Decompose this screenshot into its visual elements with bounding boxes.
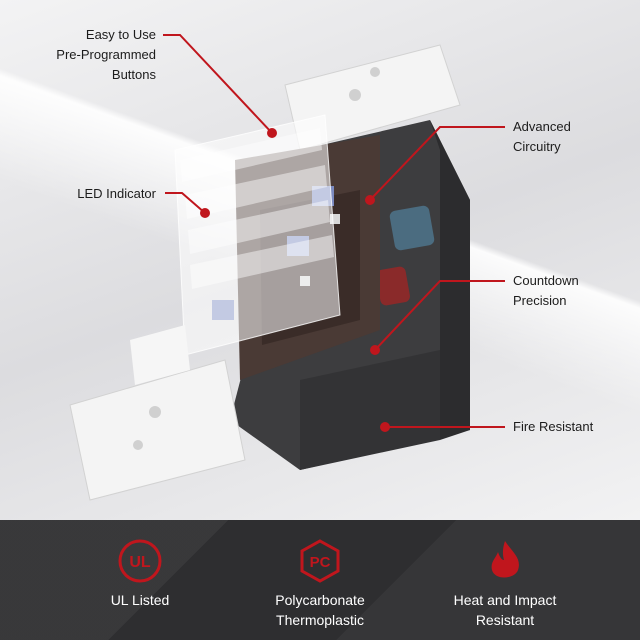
ul-listed-icon: UL (118, 539, 162, 583)
feature-band: UL UL Listed PC Polycarbonate Thermoplas… (0, 520, 640, 640)
callout-buttons: Easy to Use Pre-Programmed Buttons (56, 27, 156, 82)
callout-led-indicator: LED Indicator (77, 186, 156, 201)
feature-heat-impact: Heat and Impact Resistant (435, 520, 575, 640)
timer-switch-illustration (69, 34, 505, 501)
feature-ul-listed: UL UL Listed (70, 520, 210, 640)
callout-countdown-precision: Countdown Precision (513, 273, 579, 308)
callout-fire-resistant: Fire Resistant (513, 419, 594, 434)
svg-text:UL: UL (129, 554, 151, 571)
callout-advanced-circuitry: Advanced Circuitry (513, 119, 571, 154)
pc-badge-icon: PC (300, 539, 340, 583)
feature-polycarbonate: PC Polycarbonate Thermoplastic (250, 520, 390, 640)
flame-icon (491, 541, 519, 578)
svg-text:PC: PC (310, 554, 331, 571)
